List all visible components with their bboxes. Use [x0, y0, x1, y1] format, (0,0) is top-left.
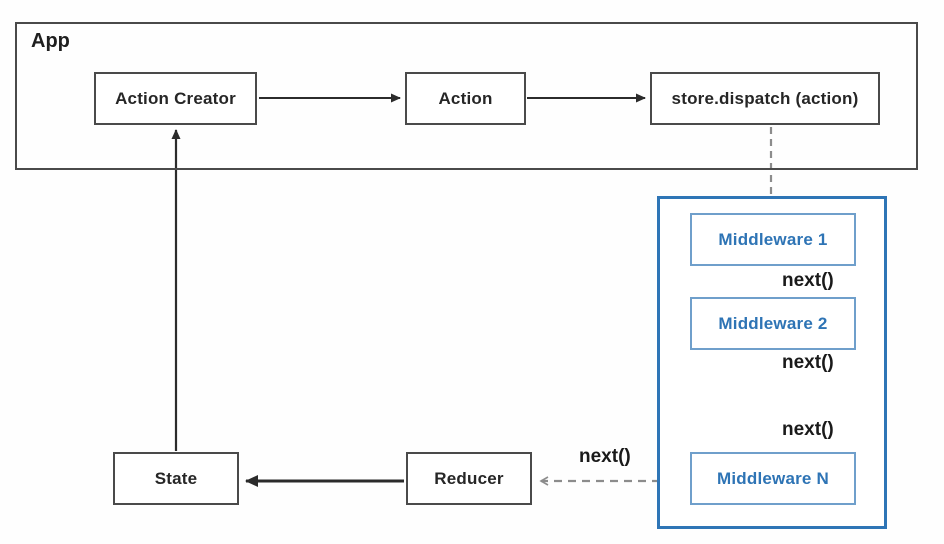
- node-middleware-1: Middleware 1: [690, 213, 856, 266]
- node-reducer-label: Reducer: [434, 468, 504, 488]
- node-store-dispatch-label: store.dispatch (action): [671, 88, 859, 108]
- node-action-creator: Action Creator: [94, 72, 257, 125]
- node-middleware-2-label: Middleware 2: [718, 313, 828, 333]
- app-container-label: App: [31, 30, 70, 52]
- edge-label-next-before-middleware-n: next(): [782, 419, 834, 440]
- node-reducer: Reducer: [406, 452, 532, 505]
- edge-label-next-after-middleware-2: next(): [782, 352, 834, 373]
- node-state-label: State: [154, 468, 198, 488]
- node-middleware-n: Middleware N: [690, 452, 856, 505]
- node-action-label: Action: [438, 88, 493, 108]
- node-action: Action: [405, 72, 526, 125]
- node-middleware-n-label: Middleware N: [717, 468, 829, 488]
- node-middleware-2: Middleware 2: [690, 297, 856, 350]
- node-state: State: [113, 452, 239, 505]
- node-middleware-1-label: Middleware 1: [718, 229, 828, 249]
- node-action-creator-label: Action Creator: [115, 88, 236, 108]
- edge-label-next-to-reducer: next(): [579, 446, 631, 467]
- node-store-dispatch: store.dispatch (action): [650, 72, 880, 125]
- app-container-box: [15, 22, 918, 170]
- edge-label-next-after-middleware-1: next(): [782, 270, 834, 291]
